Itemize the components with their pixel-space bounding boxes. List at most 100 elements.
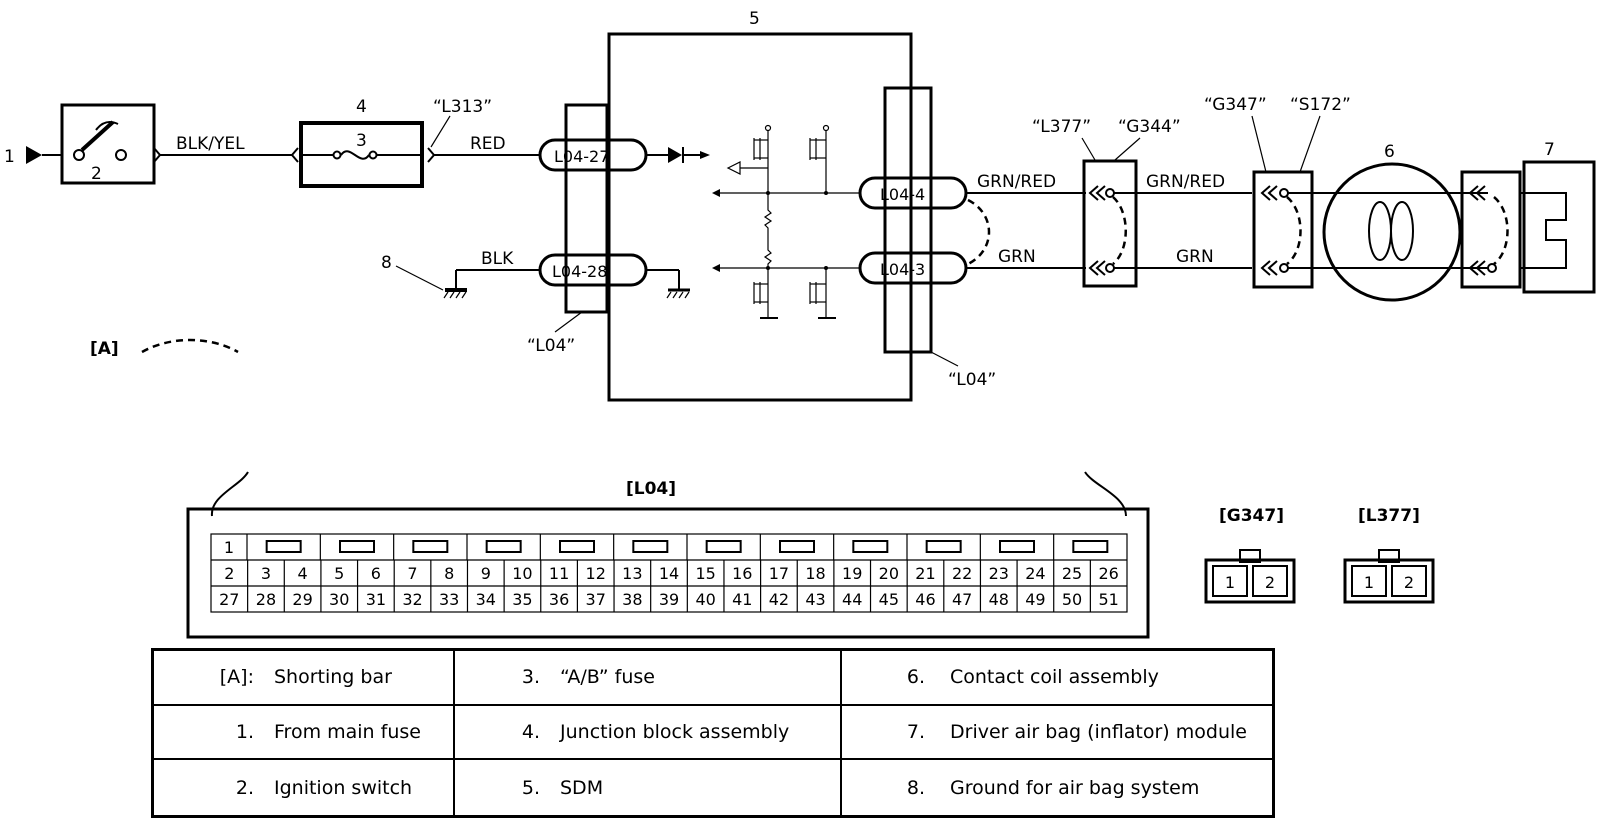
wiring-diagram: 5 1 2 BLK/YEL 4 3 “L313” RED “L04” L04-2… [4, 9, 1596, 639]
l04-pin-3: 3 [261, 564, 271, 583]
sdm-internal-circuit [712, 124, 860, 319]
l04-pin-12: 12 [586, 564, 606, 583]
l04-pin-45: 45 [879, 590, 899, 609]
legend-value: Shorting bar [274, 666, 392, 689]
module-connector [1460, 170, 1522, 289]
l04-view-title: [L04] [626, 479, 676, 499]
driver-airbag-module [1522, 160, 1596, 294]
l04-pin-11: 11 [549, 564, 569, 583]
l377-g344-connector [1082, 159, 1138, 288]
callout-8: 8 [381, 253, 392, 273]
wire-label-blk: BLK [481, 249, 514, 269]
terminal-label-l04-3: L04-3 [880, 260, 925, 279]
l04-key-slot [779, 540, 815, 553]
l04-pin-6: 6 [371, 564, 381, 583]
legend-key: [A]: [219, 666, 254, 689]
legend-key: 3. [521, 666, 540, 689]
l377-pin-1: 1 [1364, 573, 1374, 592]
l04-key-slot [999, 540, 1035, 553]
switch-contact-icon [73, 149, 85, 161]
l04-pin-51: 51 [1099, 590, 1119, 609]
callout-7: 7 [1544, 140, 1555, 160]
legend-entry: 4. Junction block assembly [455, 705, 842, 761]
l04-pin-25: 25 [1062, 564, 1082, 583]
l04-pin-19: 19 [842, 564, 862, 583]
l04-pin-44: 44 [842, 590, 862, 609]
l04-right-housing [883, 86, 933, 354]
l04-pin-9: 9 [481, 564, 491, 583]
shorting-bar [1493, 196, 1509, 265]
legend-key: 2. [235, 776, 254, 799]
legend-value: Ignition switch [274, 776, 413, 799]
legend-entry: [A]: Shorting bar [154, 651, 455, 706]
legend-value: From main fuse [274, 720, 421, 743]
l04-pin-35: 35 [512, 590, 532, 609]
connector-ref-l313: “L313” [433, 97, 492, 117]
callout-3: 3 [356, 131, 367, 151]
legend-key: 6. [906, 666, 925, 689]
legend-value: SDM [560, 776, 604, 799]
l377-pin-2: 2 [1404, 573, 1414, 592]
shorting-bar-key-label: [A] [90, 339, 119, 359]
legend-value: Ground for air bag system [950, 776, 1200, 799]
l04-pin-13: 13 [622, 564, 642, 583]
diode-icon [668, 147, 682, 163]
fuse-icon [340, 150, 370, 160]
l04-pin-49: 49 [1025, 590, 1045, 609]
coil-icon [1368, 201, 1392, 261]
ignition-switch-box [60, 103, 156, 185]
terminal-label-l04-28: L04-28 [552, 262, 607, 281]
l04-pin-21: 21 [915, 564, 935, 583]
wire-label-red: RED [470, 134, 506, 154]
legend-value: “A/B” fuse [560, 666, 655, 689]
l04-key-slot [339, 540, 375, 553]
legend-value: Junction block assembly [560, 720, 790, 743]
wire-label-grn-2: GRN [1176, 247, 1214, 267]
contact-coil-assembly [1322, 162, 1462, 302]
l04-pin-28: 28 [256, 590, 276, 609]
legend-value: Contact coil assembly [950, 666, 1159, 689]
legend-entry: 6. Contact coil assembly [842, 651, 1272, 706]
l04-key-slot [1072, 540, 1109, 553]
legend-key: 7. [906, 720, 925, 743]
shorting-bar-key-symbol [141, 338, 239, 354]
l04-key-slot [412, 540, 449, 553]
l04-pin-18: 18 [805, 564, 825, 583]
legend-key: 1. [235, 720, 254, 743]
connector-ref-l377: “L377” [1032, 117, 1091, 137]
feed-arrow-icon [26, 146, 42, 164]
legend-value: Driver air bag (inflator) module [950, 720, 1247, 743]
l04-key-slot [265, 540, 302, 553]
l04-pin-48: 48 [989, 590, 1009, 609]
callout-4: 4 [356, 97, 367, 117]
legend-key: 4. [521, 720, 540, 743]
l04-left-housing [564, 103, 609, 314]
callout-1: 1 [4, 147, 15, 167]
terminal-label-l04-4: L04-4 [880, 185, 925, 204]
callout-6: 6 [1384, 142, 1395, 162]
l04-key-slot [485, 540, 522, 553]
connector-ref-g344: “G344” [1118, 117, 1181, 137]
l04-pin-32: 32 [402, 590, 422, 609]
wire-label-grn-red-2: GRN/RED [1146, 172, 1225, 192]
shorting-bar [967, 198, 991, 266]
legend-key: 5. [521, 776, 540, 799]
sdm-box [607, 32, 913, 402]
l04-pin-16: 16 [732, 564, 752, 583]
legend-entry: 5. SDM [455, 760, 842, 815]
l04-pin-36: 36 [549, 590, 569, 609]
shorting-bar [1112, 196, 1127, 265]
legend-key: 8. [906, 776, 925, 799]
switch-contact-icon [115, 149, 127, 161]
g347-pin-1: 1 [1225, 573, 1235, 592]
wire-label-blk-yel: BLK/YEL [176, 134, 245, 154]
g347-s172-connector [1252, 170, 1314, 289]
legend-table: [A]: Shorting bar 3. “A/B” fuse 6. Contact co… [151, 648, 1275, 818]
l04-pin-grid: 1 22732842953063173283393410351136123713… [210, 533, 1128, 613]
l377-view-title: [L377] [1358, 506, 1420, 526]
l04-pin-46: 46 [915, 590, 935, 609]
connector-ref-l04-right: “L04” [948, 370, 996, 390]
l04-pin-10: 10 [512, 564, 532, 583]
l04-pin-50: 50 [1062, 590, 1082, 609]
connector-ref-l04-left: “L04” [527, 336, 575, 356]
